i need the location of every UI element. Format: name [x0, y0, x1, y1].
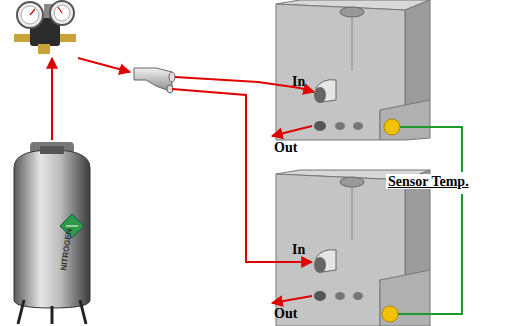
sensor-label: Sensor Temp. — [386, 174, 471, 189]
tank-marking: NITROGEN — [60, 228, 75, 271]
pressure-regulator — [14, 1, 76, 54]
port-label: In — [292, 74, 305, 89]
port-label: Out — [274, 306, 297, 321]
port-label: Out — [274, 140, 297, 155]
gas-line — [52, 58, 314, 303]
y-splitter — [134, 68, 175, 93]
manifold-block — [276, 170, 430, 326]
port-label: In — [292, 242, 305, 257]
sensor-wire — [398, 127, 462, 314]
manifold-block — [276, 0, 430, 140]
nitrogen-tank — [14, 142, 90, 324]
